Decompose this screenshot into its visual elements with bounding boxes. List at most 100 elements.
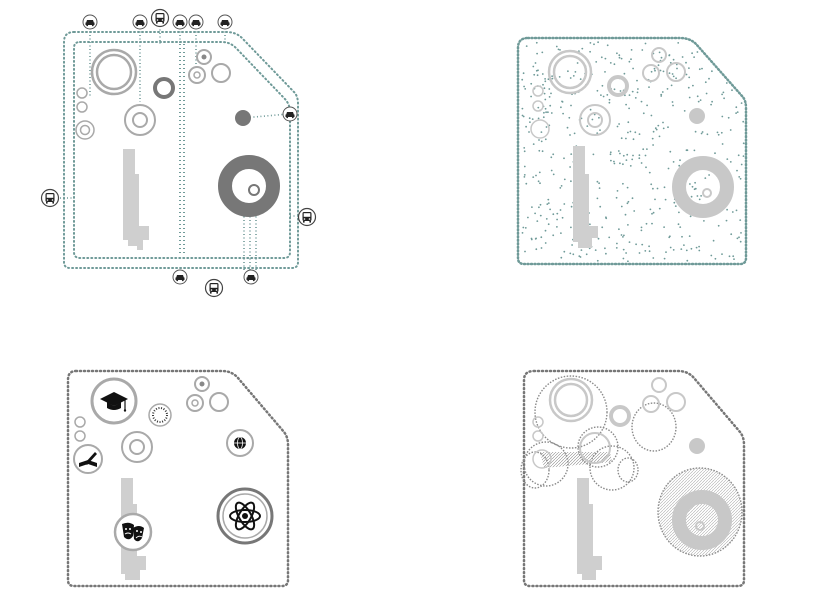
scatter-dot bbox=[574, 71, 577, 73]
small-ring-e bbox=[209, 392, 229, 412]
graduation-cap-icon bbox=[100, 392, 128, 412]
scatter-dot bbox=[601, 84, 604, 87]
scatter-dot bbox=[586, 125, 589, 127]
scatter-dot bbox=[663, 186, 666, 189]
scatter-dot bbox=[708, 174, 710, 176]
scatter-dot bbox=[699, 99, 702, 101]
scatter-dot bbox=[571, 244, 573, 246]
scatter-dot bbox=[628, 94, 631, 96]
scatter-dot bbox=[604, 57, 607, 60]
scatter-dot bbox=[537, 180, 540, 183]
scatter-dot bbox=[594, 249, 597, 252]
scatter-dot bbox=[559, 187, 562, 189]
education-ring bbox=[90, 377, 138, 425]
scatter-dot bbox=[541, 73, 544, 75]
scatter-dot bbox=[540, 131, 543, 134]
scatter-dot bbox=[679, 226, 682, 229]
scatter-dot bbox=[646, 148, 648, 151]
faint-big-donut bbox=[672, 490, 732, 550]
scatter-dot bbox=[676, 67, 678, 70]
scatter-dot bbox=[528, 117, 531, 120]
car-icon bbox=[82, 14, 98, 30]
scatter-dot bbox=[700, 195, 702, 197]
building-footprint bbox=[123, 149, 149, 250]
scatter-dot bbox=[545, 126, 548, 128]
scatter-dot bbox=[531, 118, 534, 120]
scatter-dot bbox=[655, 128, 658, 131]
scatter-dot bbox=[545, 218, 548, 220]
scatter-dot bbox=[569, 77, 572, 79]
scatter-dot bbox=[668, 54, 671, 56]
scatter-dot bbox=[610, 159, 612, 162]
scatter-dot bbox=[599, 205, 602, 208]
scatter-dot bbox=[533, 73, 536, 76]
scatter-dot bbox=[550, 156, 553, 159]
dotted-ring-icon bbox=[148, 403, 172, 427]
scatter-dot bbox=[681, 56, 684, 58]
scatter-dot bbox=[551, 77, 554, 80]
scatter-dot bbox=[687, 86, 690, 89]
scatter-dot bbox=[652, 257, 655, 259]
scatter-dot bbox=[604, 247, 606, 250]
scatter-dot bbox=[544, 138, 547, 141]
scatter-dot bbox=[544, 80, 547, 83]
scatter-dot bbox=[683, 110, 686, 112]
small-ring-d bbox=[186, 394, 204, 412]
scatter-dot bbox=[634, 131, 637, 134]
scatter-dot bbox=[630, 49, 633, 51]
scatter-dot bbox=[627, 121, 630, 124]
scatter-dot bbox=[714, 257, 717, 260]
scatter-dot bbox=[622, 163, 624, 166]
scatter-dot bbox=[685, 73, 688, 76]
scatter-dot bbox=[662, 70, 665, 73]
scatter-dot bbox=[679, 159, 681, 162]
scatter-dot bbox=[729, 129, 732, 131]
scatter-dot bbox=[627, 260, 629, 263]
scatter-dot bbox=[528, 131, 530, 133]
scatter-dot bbox=[549, 208, 551, 211]
scatter-dot bbox=[570, 226, 572, 229]
scatter-dot bbox=[560, 256, 563, 259]
scatter-dot bbox=[730, 233, 733, 236]
scatter-dot bbox=[560, 232, 562, 235]
scatter-dot bbox=[727, 116, 730, 119]
scatter-dot bbox=[642, 148, 645, 151]
scatter-dot bbox=[649, 208, 652, 211]
scatter-dot bbox=[536, 52, 538, 55]
scatter-dot bbox=[523, 176, 526, 178]
solid-dot bbox=[235, 110, 251, 126]
book-pen-icon bbox=[79, 452, 97, 467]
scatter-dot bbox=[563, 178, 566, 181]
scatter-dot bbox=[690, 195, 693, 198]
scatter-dot bbox=[629, 165, 632, 167]
scatter-dot bbox=[547, 198, 550, 201]
scatter-dot bbox=[618, 228, 620, 231]
scatter-dot bbox=[616, 52, 618, 55]
scatter-dot bbox=[686, 149, 689, 152]
scatter-dot bbox=[641, 243, 644, 246]
faint-ring-e bbox=[530, 119, 550, 139]
target-dot bbox=[201, 54, 207, 60]
scatter-dot bbox=[731, 211, 734, 213]
scatter-dot bbox=[532, 176, 535, 179]
globe-icon bbox=[234, 436, 246, 450]
faint-ring-g bbox=[642, 64, 660, 82]
scatter-dot bbox=[622, 154, 625, 157]
scatter-dot bbox=[589, 223, 591, 226]
scatter-dot bbox=[660, 95, 663, 97]
scatter-dot bbox=[698, 198, 701, 201]
scatter-dot bbox=[569, 252, 572, 255]
scatter-dot bbox=[616, 190, 619, 192]
scatter-dot bbox=[544, 98, 547, 101]
scatter-dot bbox=[552, 213, 555, 216]
car-icon bbox=[188, 14, 204, 30]
scatter-dot bbox=[630, 58, 632, 61]
scatter-dot bbox=[596, 89, 599, 92]
scatter-dot bbox=[738, 236, 740, 239]
campus-outline-inner bbox=[73, 41, 291, 259]
scatter-dot bbox=[613, 160, 615, 163]
scatter-dot bbox=[636, 91, 639, 94]
scatter-dot bbox=[591, 118, 594, 121]
scatter-dot bbox=[609, 151, 612, 154]
scatter-dot bbox=[540, 236, 543, 239]
